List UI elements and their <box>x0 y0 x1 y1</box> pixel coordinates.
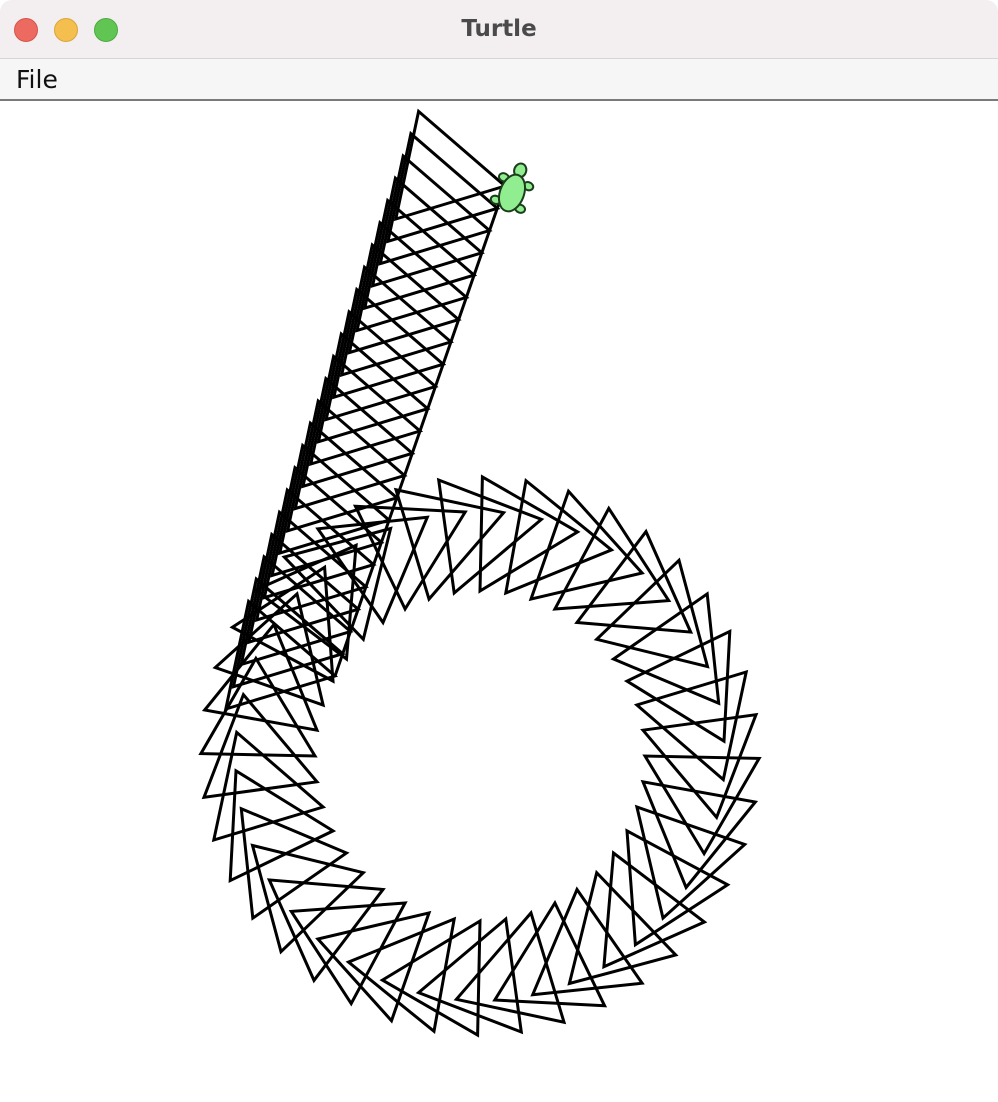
trail-triangle <box>379 918 482 1038</box>
trail-triangle <box>640 712 759 821</box>
trail-triangle <box>528 488 645 602</box>
trail-triangle <box>623 628 732 744</box>
trail-triangle <box>201 691 320 800</box>
trail-triangle <box>574 528 694 634</box>
trail-triangle <box>315 515 430 626</box>
window-title: Turtle <box>461 16 537 42</box>
trail-triangle <box>642 754 762 857</box>
trail-triangle <box>347 242 462 355</box>
trail-triangle <box>625 828 731 948</box>
trail-triangle <box>567 869 679 986</box>
menu-file[interactable]: File <box>16 65 58 94</box>
zoom-button[interactable] <box>94 18 118 42</box>
trail-triangle <box>198 655 318 758</box>
pen-trail <box>198 108 762 1038</box>
trail-triangle <box>453 909 567 1025</box>
trail-triangle <box>378 153 493 266</box>
trail-triangle <box>362 197 478 311</box>
trail-triangle <box>315 910 432 1024</box>
trail-triangle <box>239 806 350 921</box>
trail-triangle <box>352 504 468 613</box>
trail-triangle <box>503 477 615 596</box>
trail-triangle <box>324 309 439 422</box>
menu-bar: File <box>0 59 998 101</box>
trail-triangle <box>339 264 454 378</box>
trail-triangle <box>254 509 369 623</box>
trail-triangle <box>228 768 337 884</box>
trail-triangle <box>602 850 708 970</box>
turtle-drawing <box>198 108 762 1038</box>
trail-triangle <box>610 591 721 706</box>
trail-triangle <box>478 474 581 594</box>
trail-triangle <box>285 420 400 533</box>
trail-triangle <box>393 487 507 603</box>
minimize-button[interactable] <box>54 18 78 42</box>
trail-triangle <box>239 554 354 667</box>
trail-triangle <box>386 130 501 244</box>
trail-triangle <box>415 916 524 1035</box>
trail-triangle <box>552 505 672 611</box>
trail-triangle <box>492 899 608 1008</box>
trail-triangle <box>530 886 645 997</box>
trail-triangle <box>277 442 393 556</box>
trail-triangle <box>281 526 393 643</box>
trail-triangle <box>331 286 447 400</box>
title-bar[interactable]: Turtle <box>0 0 998 59</box>
trail-triangle <box>266 878 386 984</box>
trail-triangle <box>250 843 367 955</box>
trail-triangle <box>393 108 509 222</box>
close-button[interactable] <box>14 18 38 42</box>
trail-triangle <box>223 598 339 712</box>
trail-triangle <box>593 557 710 669</box>
trail-triangle <box>640 779 759 891</box>
trail-triangle <box>293 398 408 511</box>
trail-triangle <box>634 804 748 921</box>
trail-triangle <box>301 375 416 489</box>
trail-triangle <box>229 564 335 684</box>
trail-triangle <box>308 353 424 467</box>
trail-triangle <box>201 621 320 733</box>
turtle-icon-part <box>497 173 527 213</box>
trail-triangle <box>436 477 545 596</box>
trail-triangle <box>355 220 470 333</box>
turtle-canvas[interactable] <box>0 101 998 1102</box>
trail-triangle <box>316 331 431 444</box>
turtle-icon <box>489 162 535 214</box>
trail-triangle <box>212 591 326 708</box>
trail-triangle <box>633 669 749 783</box>
trail-triangle <box>211 729 327 843</box>
trail-triangle <box>345 916 457 1035</box>
trail-triangle <box>288 901 408 1007</box>
trail-line <box>333 185 507 677</box>
trail-triangle <box>370 175 485 288</box>
trail-triangle <box>252 542 358 662</box>
